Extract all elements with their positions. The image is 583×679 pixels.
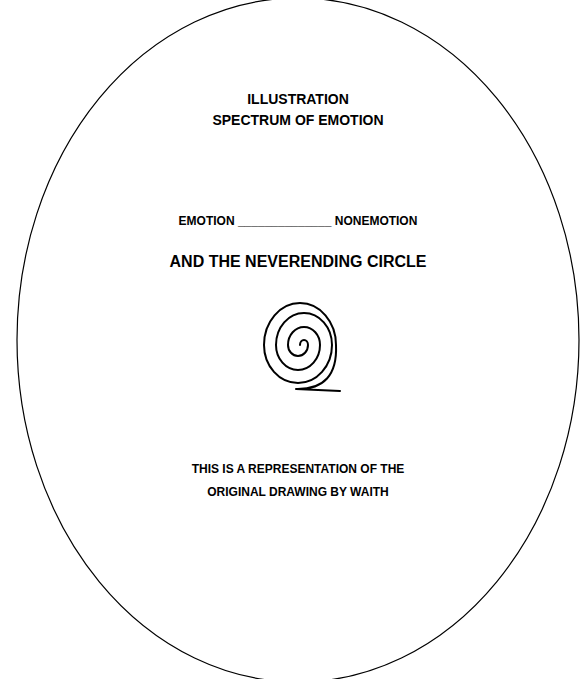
spiral-line: [264, 303, 340, 391]
oval-text: EMOTION ______________ NONEMOTION: [16, 214, 580, 229]
oval-line: [17, 0, 579, 679]
oval-frame: ILLUSTRATION SPECTRUM OF EMOTION EMOTION _…: [16, 0, 580, 679]
oval-text: THIS IS A REPRESENTATION OF THE ORIGINAL…: [173, 458, 423, 504]
oval-text: ILLUSTRATION: [16, 91, 580, 108]
oval-text: SPECTRUM OF EMOTION: [16, 112, 580, 129]
oval-text: AND THE NEVERENDING CIRCLE: [16, 252, 580, 271]
